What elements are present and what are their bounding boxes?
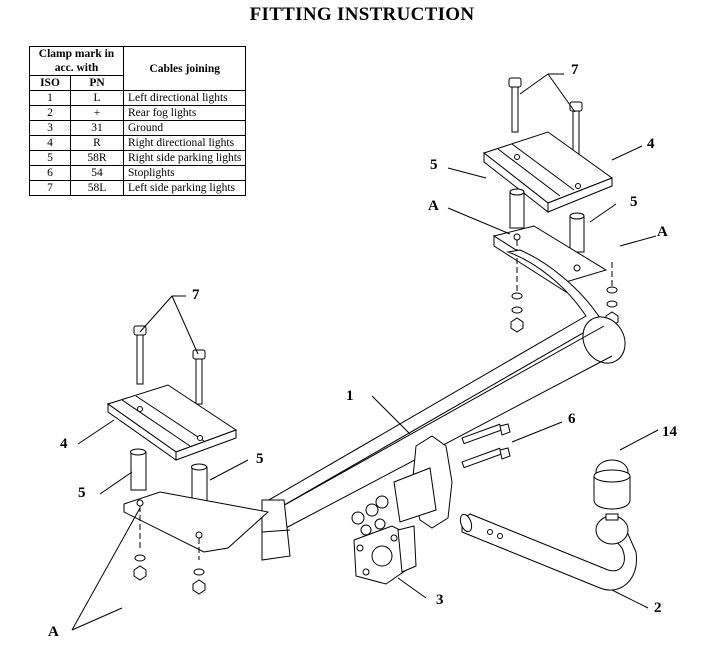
crossbar — [261, 249, 626, 561]
page-title: FITTING INSTRUCTION — [249, 4, 475, 25]
callout-1: 1 — [346, 388, 354, 404]
right-bracket-assembly — [482, 77, 619, 333]
cable-description: Left side parking lights — [122, 180, 247, 196]
header-clamp-mark: Clamp mark in acc. with — [29, 46, 124, 76]
callout-a-top-left: A — [428, 198, 439, 214]
callout-5-left: 5 — [78, 485, 86, 501]
leader-lines — [71, 73, 659, 631]
wiring-table: Clamp mark in acc. with Cables joining I… — [29, 46, 247, 196]
socket-bracket — [351, 423, 511, 536]
cable-description: Rear fog lights — [122, 105, 247, 121]
callout-a-bottom: A — [48, 624, 59, 640]
callout-6: 6 — [568, 411, 576, 427]
callout-7-top: 7 — [571, 62, 579, 78]
ball-cap — [593, 459, 631, 510]
callout-7-left: 7 — [192, 287, 200, 303]
ball-neck — [459, 513, 637, 591]
callout-5-top-right: 5 — [630, 194, 638, 210]
pn-cell: 58R — [70, 150, 124, 166]
callout-2: 2 — [654, 600, 662, 616]
callout-5-left-right: 5 — [256, 451, 264, 467]
callout-4-left: 4 — [60, 436, 68, 452]
callout-5-top-left: 5 — [430, 157, 438, 173]
callout-3: 3 — [436, 592, 444, 608]
socket-plate — [353, 525, 417, 585]
callout-4-top: 4 — [647, 136, 655, 152]
cable-description: Right side parking lights — [122, 150, 247, 166]
header-pn: PN — [70, 75, 124, 91]
callout-14: 14 — [662, 424, 678, 440]
callout-a-top-right: A — [657, 224, 668, 240]
left-bracket-assembly — [106, 325, 270, 595]
table-row: 2+Rear fog lights — [29, 105, 247, 121]
